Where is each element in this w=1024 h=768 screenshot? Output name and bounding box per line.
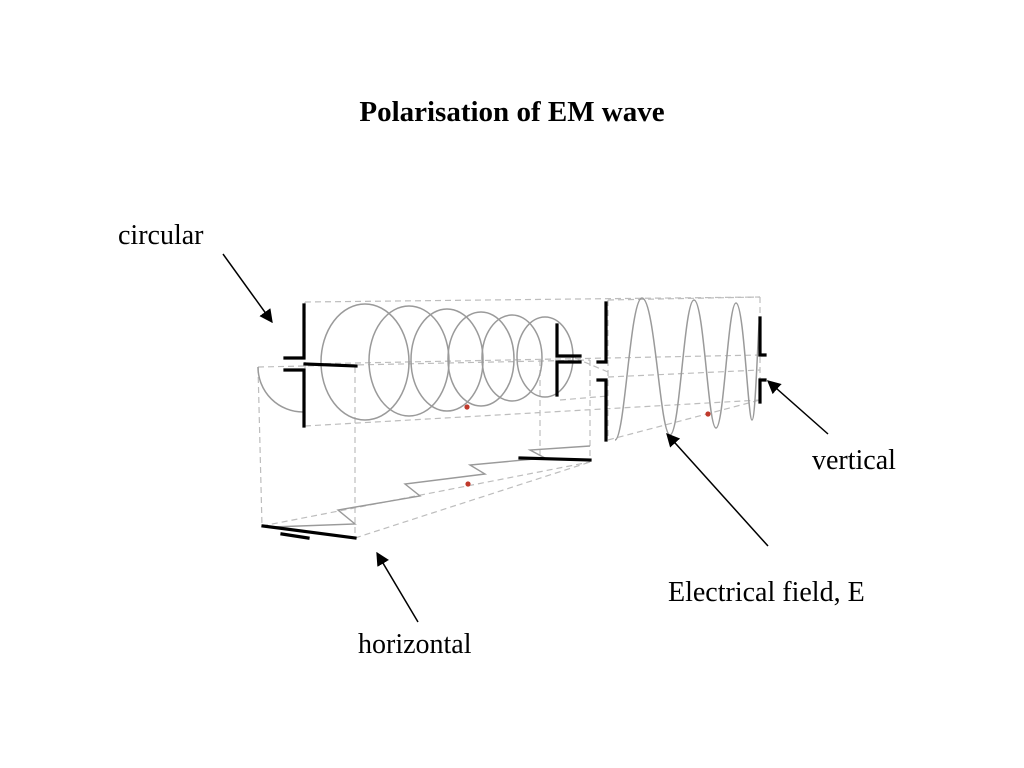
label-electrical-field: Electrical field, E xyxy=(668,577,865,608)
axis-dots xyxy=(464,404,711,487)
arrow-circular xyxy=(222,253,273,324)
circular-wave xyxy=(257,303,574,421)
arrow-electrical-field xyxy=(666,432,769,547)
label-vertical: vertical xyxy=(812,445,896,476)
horizontal-wave xyxy=(271,445,591,528)
arrow-horizontal xyxy=(376,551,419,623)
label-arrows xyxy=(222,253,829,623)
page-title: Polarisation of EM wave xyxy=(359,96,665,128)
vertical-wave xyxy=(614,297,761,441)
label-circular: circular xyxy=(118,220,204,251)
arrow-vertical xyxy=(766,380,829,435)
label-horizontal: horizontal xyxy=(358,629,472,660)
frame-brackets xyxy=(261,301,767,540)
